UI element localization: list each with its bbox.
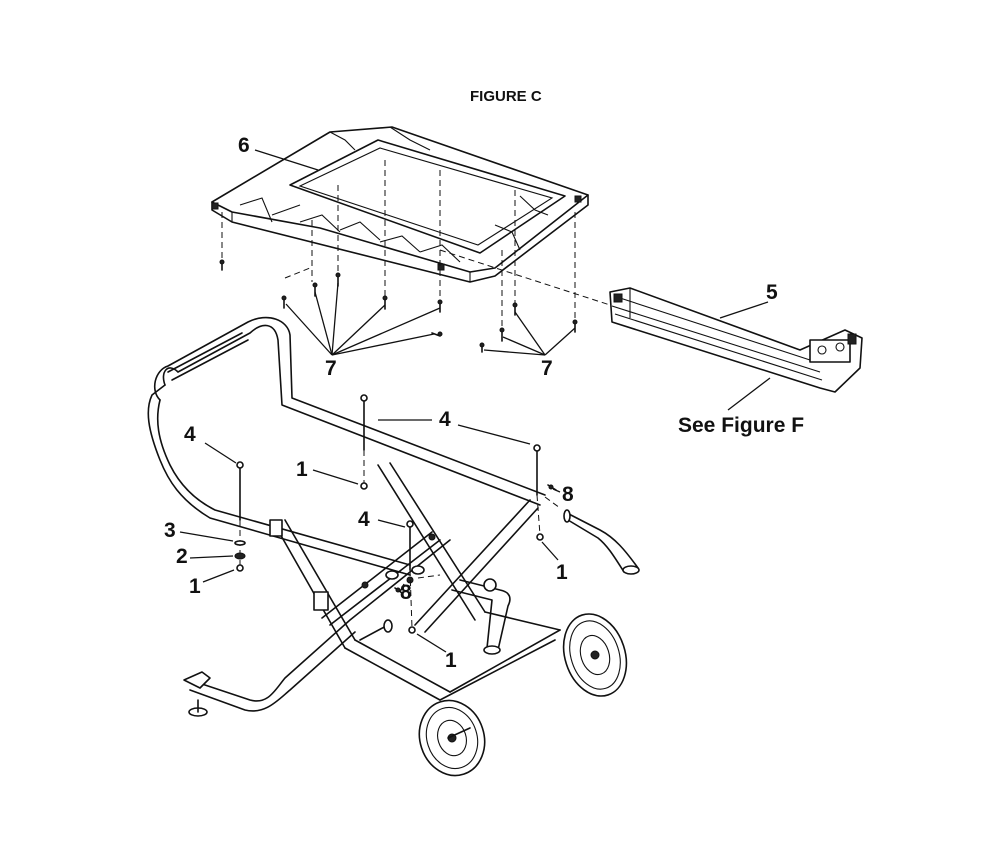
callout-8-right: 8 (562, 483, 574, 506)
bolt-set (236, 394, 541, 629)
nut-icon (236, 564, 244, 572)
pin-icon (394, 587, 403, 594)
screw-icon (437, 299, 443, 313)
callout-4-top: 4 (439, 408, 451, 431)
screw-dashed-paths (221, 160, 611, 330)
bolt-icon (360, 394, 368, 451)
washer-icon (234, 552, 246, 560)
figure-title: FIGURE C (470, 88, 542, 105)
bolt-icon (406, 520, 414, 571)
callout-6-leader (254, 149, 319, 171)
fastener-set (234, 482, 561, 634)
nut-icon (536, 533, 544, 541)
screw-set (219, 259, 578, 353)
callout-7-right: 7 (541, 357, 553, 380)
screw-icon (512, 302, 518, 316)
screw-icon (281, 295, 287, 309)
callout-5-leader (719, 301, 769, 319)
callout-1-left-upper: 1 (296, 458, 308, 481)
callout-1-left-lower: 1 (189, 575, 201, 598)
tray-frame-part (211, 126, 589, 283)
callout-6: 6 (238, 134, 250, 157)
callout-7-left: 7 (325, 357, 337, 380)
rail-part (609, 287, 863, 393)
see-figure-leader (727, 377, 771, 411)
callout-4-left: 4 (184, 423, 196, 446)
stand-callout-leaders (179, 419, 561, 653)
screw-icon (382, 295, 388, 310)
bolt-icon (533, 444, 541, 496)
callout-5: 5 (766, 281, 778, 304)
stand-frame (147, 316, 640, 777)
screw-icon (572, 319, 578, 333)
callout-1-right: 1 (556, 561, 568, 584)
callout-4-mid: 4 (358, 508, 370, 531)
bolt-icon (236, 461, 244, 521)
see-figure-reference: See Figure F (678, 414, 805, 437)
nut-icon (408, 626, 416, 634)
screw-icon (219, 259, 225, 271)
callout-3: 3 (164, 519, 176, 542)
callout-8-mid: 8 (400, 581, 412, 604)
callout-1-bottom: 1 (445, 649, 457, 672)
nut-icon (360, 482, 368, 490)
callout-7-leaders (285, 282, 576, 356)
washer-icon (234, 540, 246, 546)
screw-icon (499, 327, 505, 342)
screw-icon (479, 342, 485, 353)
callout-2: 2 (176, 545, 188, 568)
